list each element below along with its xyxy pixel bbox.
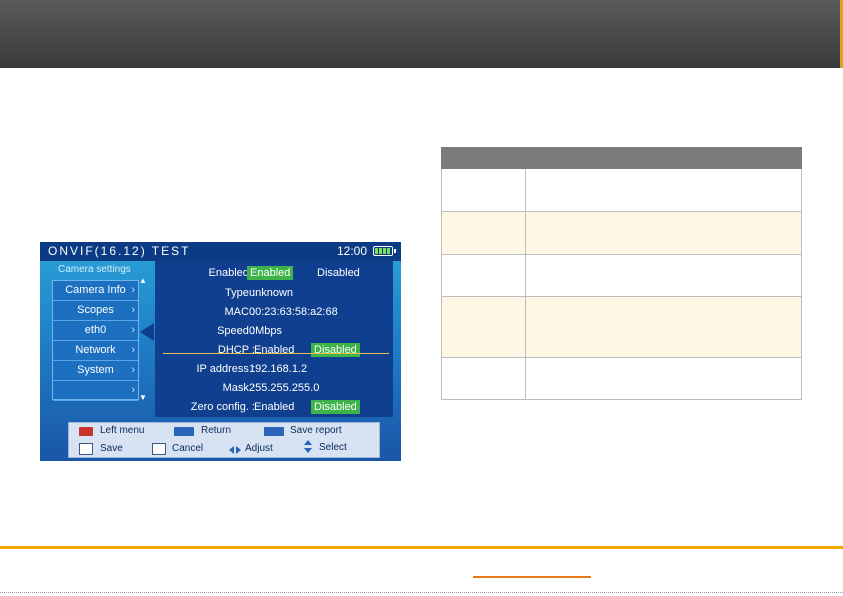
row-mac: MAC : 00:23:63:58:a2:68	[155, 304, 393, 322]
row-enabled: Enabled : Enabled Disabled	[155, 265, 393, 283]
menu-item-label: Camera Info	[65, 284, 126, 296]
section-label: Camera settings	[58, 264, 131, 275]
arrow-up-icon	[304, 440, 312, 445]
footer-dotted-line	[0, 592, 843, 596]
device-title: ONVIF(16.12) TEST	[48, 244, 191, 258]
row-speed: Speed : 0Mbps	[155, 323, 393, 341]
chevron-right-icon: ›	[131, 284, 135, 296]
menu-item-system[interactable]: System ›	[53, 361, 138, 381]
cancel-key-icon	[152, 443, 166, 455]
left-menu: Camera Info › Scopes › eth0 › Network › …	[52, 280, 139, 401]
dhcp-option-off[interactable]: Enabled	[254, 344, 295, 356]
chevron-right-icon: ›	[131, 384, 135, 396]
chevron-right-icon: ›	[131, 344, 135, 356]
row-ip: IP address : 192.168.1.2	[155, 361, 393, 379]
arrow-left-icon	[229, 446, 234, 454]
menu-item-empty[interactable]: ›	[53, 381, 138, 401]
zero-config-option-off[interactable]: Enabled	[254, 401, 295, 413]
table-cell	[442, 212, 526, 254]
mac-label: MAC :	[224, 306, 255, 318]
chevron-right-icon: ›	[131, 364, 135, 376]
section-divider	[163, 353, 389, 354]
menu-item-camera-info[interactable]: Camera Info ›	[53, 281, 138, 301]
device-clock: 12:00	[337, 244, 368, 258]
menu-item-label: Network	[75, 344, 116, 356]
table-cell	[442, 358, 526, 399]
table-cell	[442, 255, 526, 296]
footer-link-underline[interactable]	[473, 576, 591, 578]
arrow-down-icon	[304, 448, 312, 453]
enabled-option-on[interactable]: Enabled	[247, 266, 294, 280]
dhcp-option-on[interactable]: Disabled	[311, 343, 360, 357]
menu-item-label: System	[77, 364, 114, 376]
hint-select: Select	[319, 442, 347, 453]
menu-item-label: eth0	[84, 324, 107, 336]
set-key-icon	[174, 427, 194, 436]
table-header	[441, 147, 802, 169]
hint-save-report: Save report	[290, 425, 342, 436]
speed-value: 0Mbps	[249, 325, 283, 337]
hint-adjust: Adjust	[245, 443, 273, 454]
mask-label: Mask :	[222, 382, 255, 394]
scroll-down-icon[interactable]: ▼	[139, 393, 147, 402]
settings-panel: Enabled : Enabled Disabled Type : unknow…	[155, 261, 393, 417]
table-cell	[442, 169, 526, 211]
row-mask: Mask : 255.255.255.0	[155, 380, 393, 398]
hint-cancel: Cancel	[172, 443, 204, 454]
menu-item-scopes[interactable]: Scopes ›	[53, 301, 138, 321]
table-row	[441, 255, 802, 297]
hint-save: Save	[100, 443, 123, 454]
scroll-up-icon[interactable]: ▲	[139, 276, 147, 285]
device-screen: ONVIF(16.12) TEST 12:00 Camera settings …	[40, 242, 401, 461]
mac-value: 00:23:63:58:a2:68	[249, 306, 338, 318]
key-hints-bar: Left menu Return Save report Save Cancel…	[68, 422, 380, 458]
save-key-icon	[79, 443, 93, 455]
mask-value: 255.255.255.0	[249, 382, 320, 394]
battery-icon	[373, 246, 393, 256]
table-cell	[442, 297, 526, 357]
row-type: Type : unknown	[155, 285, 393, 303]
save-report-key-icon	[264, 427, 284, 436]
left-menu-key-icon	[79, 427, 93, 436]
table-row	[441, 297, 802, 358]
footer-rule	[0, 546, 843, 549]
dhcp-label: DHCP :	[217, 344, 255, 356]
chevron-right-icon: ›	[131, 304, 135, 316]
enabled-label: Enabled :	[208, 267, 255, 279]
row-zero-config: Zero config. : Enabled Disabled	[155, 399, 393, 417]
page-header-bar	[0, 0, 843, 68]
hint-left-menu: Left menu	[100, 425, 145, 436]
header-accent-line	[840, 0, 843, 68]
table-row	[441, 212, 802, 255]
chevron-right-icon: ›	[131, 324, 135, 336]
battery-tip	[394, 249, 396, 253]
ip-label: IP address :	[196, 363, 256, 375]
type-label: Type :	[225, 287, 255, 299]
zero-config-option-on[interactable]: Disabled	[311, 400, 360, 414]
row-dhcp: DHCP : Enabled Disabled	[155, 342, 393, 360]
device-title-bar: ONVIF(16.12) TEST 12:00	[40, 242, 401, 261]
speed-label: Speed :	[217, 325, 255, 337]
ip-value: 192.168.1.2	[249, 363, 308, 375]
selection-pointer-icon	[140, 323, 154, 341]
enabled-option-off[interactable]: Disabled	[317, 267, 360, 279]
arrow-right-icon	[236, 446, 241, 454]
table-row	[441, 358, 802, 400]
description-table	[441, 147, 802, 400]
menu-item-eth0[interactable]: eth0 ›	[53, 321, 138, 341]
table-row	[441, 169, 802, 212]
type-value: unknown	[249, 287, 294, 299]
menu-item-network[interactable]: Network ›	[53, 341, 138, 361]
menu-item-label: Scopes	[77, 304, 114, 316]
zero-config-label: Zero config. :	[190, 401, 255, 413]
hint-return: Return	[201, 425, 232, 436]
